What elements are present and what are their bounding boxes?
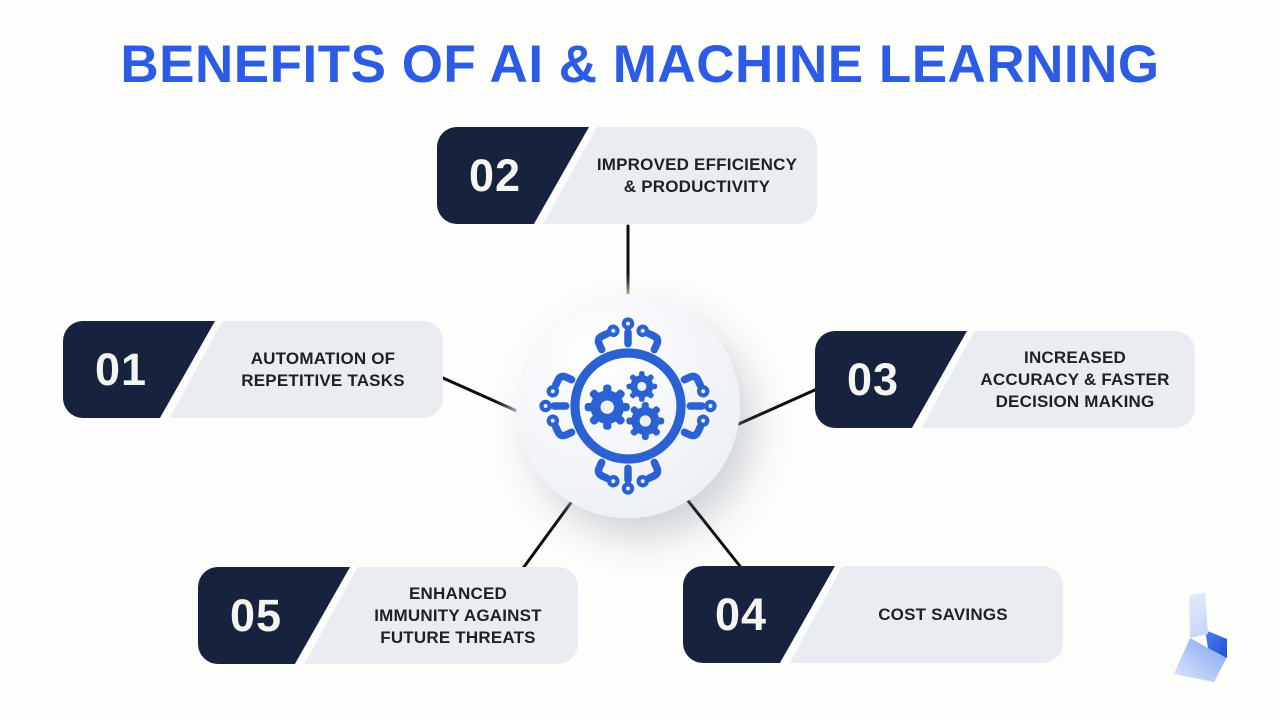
- page-title: BENEFITS OF AI & MACHINE LEARNING: [120, 35, 1160, 94]
- card-04-label: COST SAVINGS: [878, 604, 1008, 624]
- card-03-number: 03: [846, 353, 900, 405]
- ai-circuit-icon: [530, 308, 726, 504]
- card-01-label: AUTOMATION OF REPETITIVE TASKS: [241, 348, 405, 390]
- card-03-body: [921, 331, 1195, 428]
- card-02-body: [543, 127, 817, 224]
- card-04-number: 04: [714, 588, 768, 640]
- logo-slab-shape: [1189, 593, 1208, 638]
- gears-icon: [584, 371, 665, 440]
- card-05-label: ENHANCED IMMUNITY AGAINST FUTURE THREATS: [374, 583, 542, 647]
- card-01-number: 01: [94, 343, 148, 395]
- card-03-label: INCREASED ACCURACY & FASTER DECISION MAK…: [980, 347, 1170, 411]
- card-05-body: [304, 567, 578, 664]
- card-01-body: [169, 321, 443, 418]
- benefit-card-05: 05 ENHANCED IMMUNITY AGAINST FUTURE THRE…: [198, 567, 578, 664]
- logo-fold-shape: [1205, 630, 1227, 658]
- central-hub-circle: [516, 294, 740, 518]
- card-04-body: [789, 566, 1063, 663]
- benefit-card-04: 04 COST SAVINGS: [683, 566, 1063, 663]
- card-02-label: IMPROVED EFFICIENCY & PRODUCTIVITY: [596, 154, 798, 196]
- chip-ring: [570, 348, 686, 464]
- benefit-card-02: 02 IMPROVED EFFICIENCY & PRODUCTIVITY: [437, 127, 817, 224]
- benefit-card-03: 03 INCREASED ACCURACY & FASTER DECISION …: [815, 331, 1195, 428]
- brand-logo: [1174, 593, 1227, 682]
- benefit-card-01: 01 AUTOMATION OF REPETITIVE TASKS: [63, 321, 443, 418]
- logo-swoosh-shape: [1174, 638, 1227, 682]
- card-02-number: 02: [468, 149, 522, 201]
- card-05-number: 05: [229, 589, 283, 641]
